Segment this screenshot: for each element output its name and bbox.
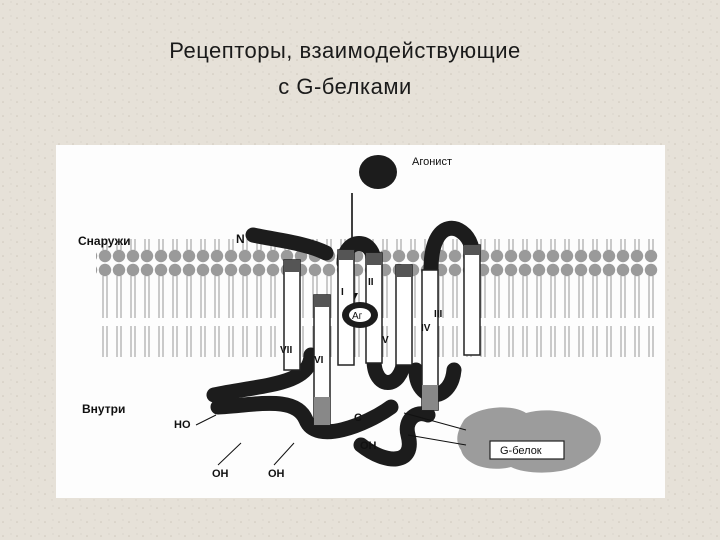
oh-label-2: OH (268, 468, 285, 480)
oh-pointer-2 (273, 442, 295, 466)
g-protein-label-box (489, 440, 565, 460)
helix-label-3: III (434, 309, 443, 320)
diagram-panel: Агонист Снаружи Внутри (56, 145, 665, 498)
agonist-binding-site-inner (349, 308, 371, 322)
agonist-molecule (359, 155, 397, 189)
oh-label-3: OH (360, 440, 377, 452)
g-protein-pointer-1 (403, 412, 467, 431)
helix-label-7: VII (280, 345, 292, 356)
inside-label: Внутри (82, 402, 125, 416)
g-protein-shape (457, 407, 601, 473)
gpcr-diagram: Агонист Снаружи Внутри (78, 155, 658, 480)
g-protein-label: G-белок (500, 445, 542, 457)
helix-label-2: II (368, 277, 374, 288)
c-terminus-label: C (354, 412, 362, 424)
agonist-label: Агонист (412, 156, 452, 168)
agonist-site-label: Аг (352, 311, 363, 322)
oh-pointer-1 (217, 442, 242, 466)
ho-label: HO (174, 419, 191, 431)
oh-label-1: OH (212, 468, 229, 480)
helix-label-1: I (341, 287, 344, 298)
outside-label: Снаружи (78, 234, 130, 248)
g-protein-pointer-2 (407, 434, 467, 446)
n-terminus-label: N (236, 232, 245, 246)
helix-label-4: IV (421, 323, 431, 334)
helix-label-6: VI (314, 355, 324, 366)
slide-title-line-2: с G-белками (278, 74, 412, 99)
helix-label-5: V (382, 335, 389, 346)
slide-title-line-1: Рецепторы, взаимодействующие (169, 38, 521, 63)
ho-pointer (195, 414, 217, 426)
